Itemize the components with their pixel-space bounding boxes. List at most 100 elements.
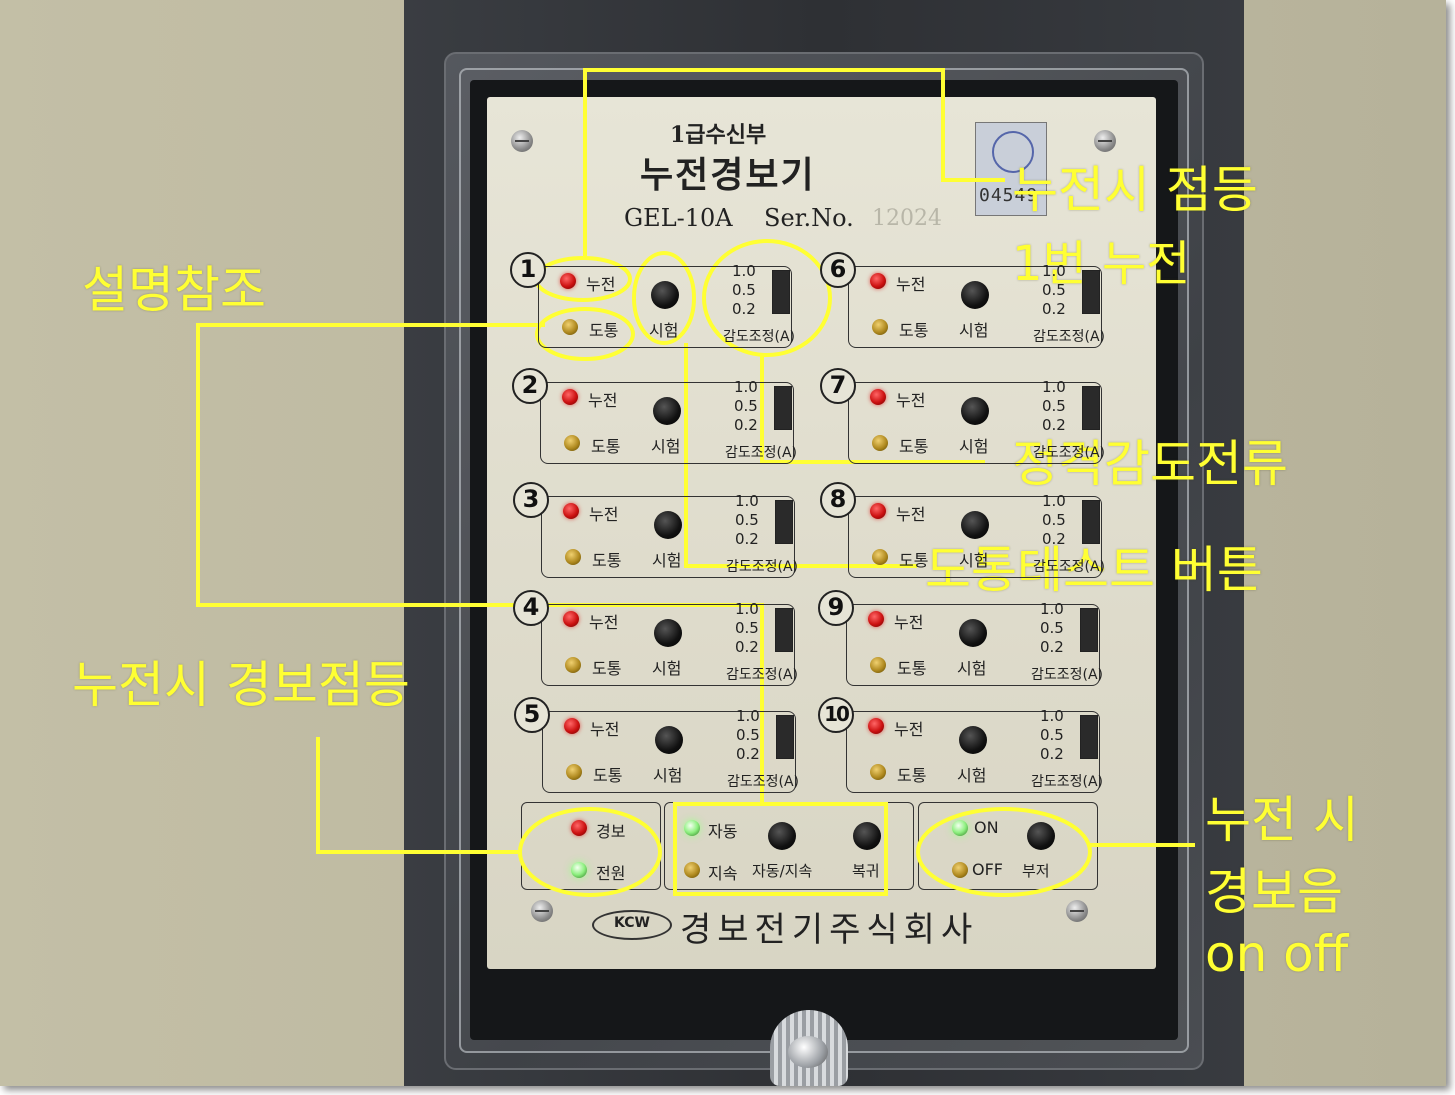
sensitivity-label: 감도조정(A) xyxy=(1033,559,1106,575)
test-button[interactable] xyxy=(959,619,987,647)
test-button[interactable] xyxy=(651,281,679,309)
sensitivity-slider[interactable] xyxy=(1082,500,1100,544)
leak-label: 누전 xyxy=(589,613,619,632)
test-button-leader xyxy=(684,343,917,568)
scale-high: 1.0 xyxy=(734,378,758,396)
scale-high: 1.0 xyxy=(735,492,759,510)
scale-mid: 0.5 xyxy=(735,511,759,529)
annotation-leak-alarm-lamp: 누전시 경보점등 xyxy=(72,656,410,714)
leak-label: 누전 xyxy=(590,720,620,739)
scale-high: 1.0 xyxy=(1042,262,1066,280)
channel-frame xyxy=(540,382,794,464)
continuity-led xyxy=(872,435,888,451)
continuity-led xyxy=(870,657,886,673)
leak-led xyxy=(870,503,886,519)
scale-low: 0.2 xyxy=(735,638,759,656)
leak-label: 누전 xyxy=(588,391,618,410)
test-label: 시험 xyxy=(649,321,679,340)
channel-number: 7 xyxy=(820,368,856,404)
test-label: 시험 xyxy=(652,659,682,678)
leak-label: 누전 xyxy=(586,275,616,294)
screw-bottom-right xyxy=(1066,900,1088,922)
scale-high: 1.0 xyxy=(732,262,756,280)
leak-led xyxy=(563,611,579,627)
see-description-leader xyxy=(196,323,764,804)
sensitivity-label: 감도조정(A) xyxy=(1033,445,1106,461)
test-button[interactable] xyxy=(961,397,989,425)
scale-low: 0.2 xyxy=(734,416,758,434)
test-button[interactable] xyxy=(959,726,987,754)
scale-mid: 0.5 xyxy=(1042,397,1066,415)
annotation-alarm-sound-line1: 누전 시 xyxy=(1205,791,1359,849)
brand-name: 경보전기주식회사 xyxy=(680,910,979,950)
sensitivity-label: 감도조정(A) xyxy=(726,667,799,683)
channel-number: 8 xyxy=(820,482,856,518)
serial-number: 12024 xyxy=(872,206,942,231)
leak-label: 누전 xyxy=(896,505,926,524)
buzzer-on-led xyxy=(952,820,968,836)
alarm-led xyxy=(571,820,587,836)
sensitivity-label: 감도조정(A) xyxy=(1033,329,1106,345)
test-label: 시험 xyxy=(652,551,682,570)
channel-number: 6 xyxy=(820,252,856,288)
auto-led xyxy=(684,820,700,836)
annotation-leak-lamp-line1: 누전시 점등 xyxy=(1012,161,1258,219)
buzzer-on-label: ON xyxy=(974,818,999,837)
test-button[interactable] xyxy=(653,397,681,425)
leak-led xyxy=(870,273,886,289)
channel-frame xyxy=(846,711,1100,793)
continuity-led xyxy=(872,319,888,335)
sensitivity-slider[interactable] xyxy=(1080,715,1098,759)
panel-title: 누전경보기 xyxy=(640,154,816,196)
channel-frame xyxy=(848,382,1102,464)
continuity-label: 도통 xyxy=(592,659,622,678)
screw-top-left xyxy=(511,130,533,152)
test-button[interactable] xyxy=(654,619,682,647)
scale-mid: 0.5 xyxy=(732,281,756,299)
sensitivity-slider[interactable] xyxy=(775,500,793,544)
alarm-label: 경보 xyxy=(596,822,626,841)
power-label: 전원 xyxy=(596,864,626,883)
sensitivity-slider[interactable] xyxy=(1082,386,1100,430)
channel-frame xyxy=(541,496,795,578)
sensitivity-slider[interactable] xyxy=(775,608,793,652)
test-button[interactable] xyxy=(961,511,989,539)
buzzer-button[interactable] xyxy=(1027,822,1055,850)
certification-sticker: 04549 xyxy=(975,122,1047,216)
scale-mid: 0.5 xyxy=(734,397,758,415)
continuity-label: 도통 xyxy=(899,321,929,340)
channel-number: 1 xyxy=(510,252,546,288)
channel-number: 5 xyxy=(514,697,550,733)
sensitivity-slider[interactable] xyxy=(776,715,794,759)
scale-high: 1.0 xyxy=(1040,707,1064,725)
cover-knob[interactable] xyxy=(770,1010,848,1086)
sensitivity-slider[interactable] xyxy=(1082,270,1100,314)
scale-high: 1.0 xyxy=(1042,378,1066,396)
channel-frame xyxy=(848,266,1102,348)
test-button[interactable] xyxy=(654,511,682,539)
certification-seal xyxy=(992,131,1034,173)
test-label: 시험 xyxy=(959,437,989,456)
scale-low: 0.2 xyxy=(1040,745,1064,763)
test-label: 시험 xyxy=(959,321,989,340)
power-led xyxy=(571,862,587,878)
reset-button[interactable] xyxy=(853,822,881,850)
sensitivity-slider[interactable] xyxy=(1080,608,1098,652)
test-label: 시험 xyxy=(651,437,681,456)
test-button[interactable] xyxy=(961,281,989,309)
channel-number: 10 xyxy=(818,697,854,733)
test-button[interactable] xyxy=(655,726,683,754)
buzzer-off-led xyxy=(952,862,968,878)
auto-hold-button[interactable] xyxy=(768,822,796,850)
leak-label: 누전 xyxy=(896,275,926,294)
sensitivity-slider[interactable] xyxy=(774,386,792,430)
sensitivity-slider[interactable] xyxy=(772,270,790,314)
sensitivity-label: 감도조정(A) xyxy=(1031,774,1104,790)
scale-mid: 0.5 xyxy=(736,726,760,744)
model-number: GEL-10A xyxy=(624,204,733,232)
